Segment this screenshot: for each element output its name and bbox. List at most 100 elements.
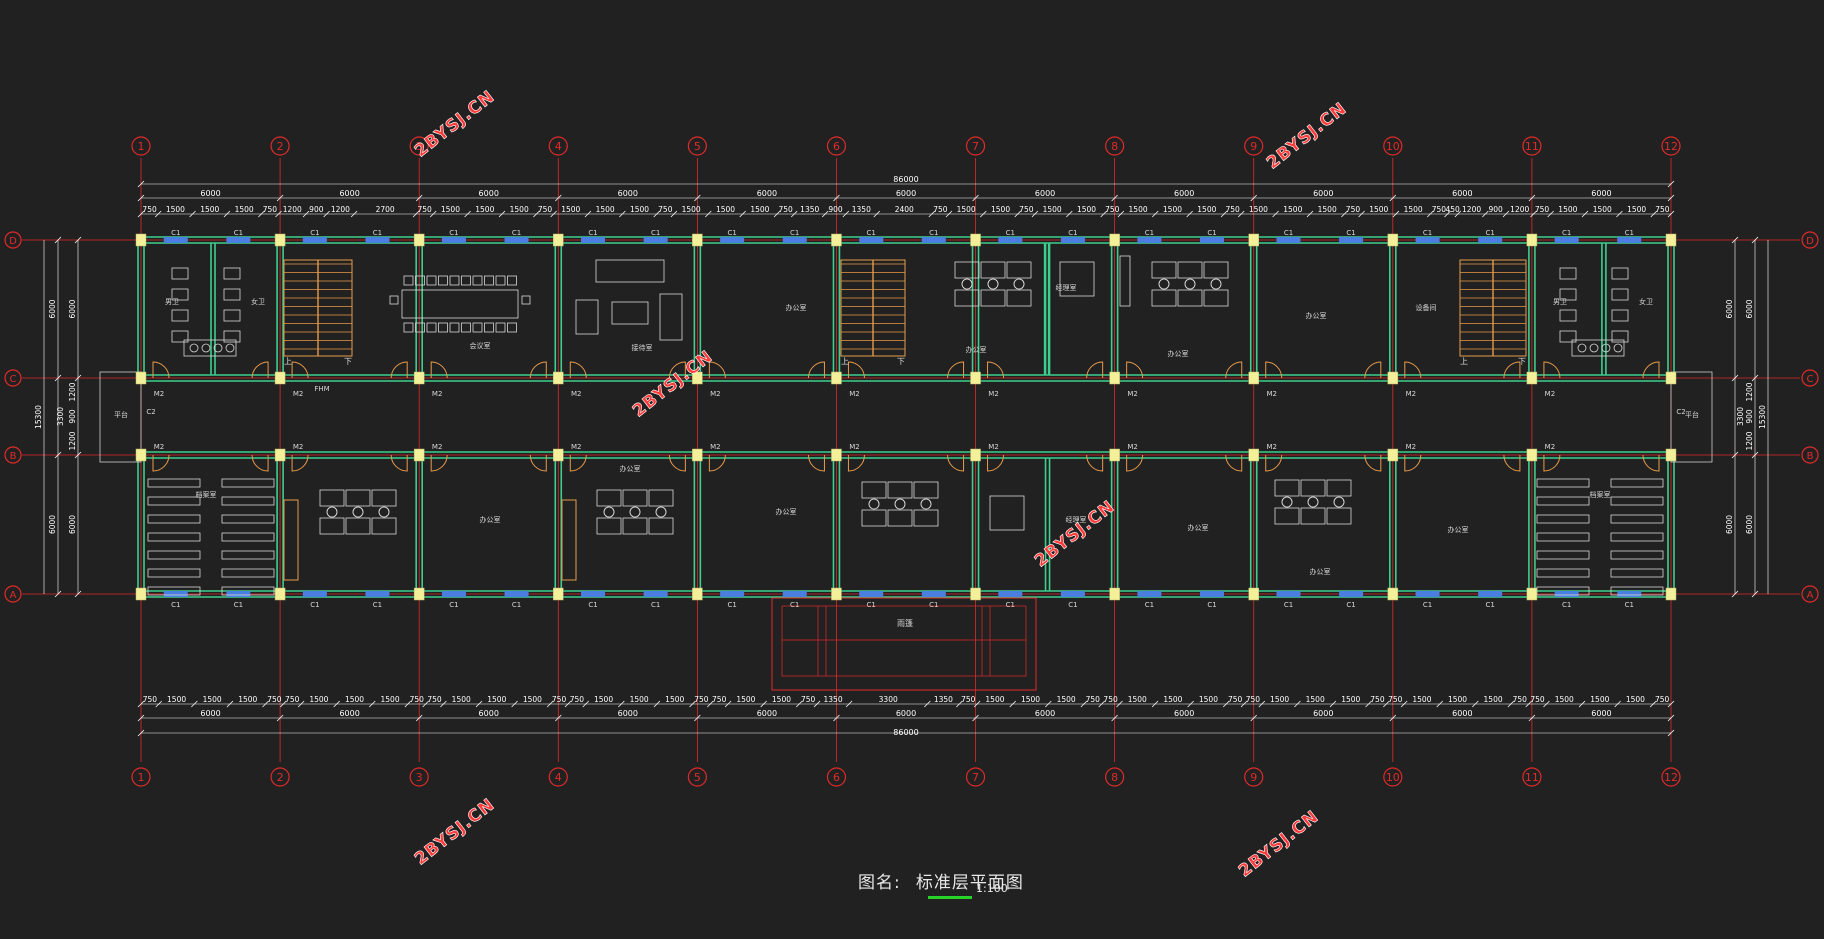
segment-dimension: 1500 [630, 695, 649, 704]
door-swing [1265, 361, 1283, 379]
watermark-text: 2BYSJ.CN [1031, 497, 1119, 572]
door-swing [987, 454, 1005, 472]
dimension-tick [415, 194, 423, 202]
axis-bubble [4, 231, 22, 249]
dimension-tick [945, 210, 953, 218]
sink [201, 343, 211, 353]
column [1665, 233, 1677, 247]
segment-dimension: 1500 [487, 695, 506, 704]
axis-bubble [1801, 446, 1819, 464]
segment-dimension: 900 [309, 205, 324, 214]
dimension-tick [1151, 700, 1159, 708]
axis-bubble [4, 369, 22, 387]
window-mark [163, 591, 188, 597]
segment-dimension: 1500 [1404, 205, 1423, 214]
window-label: C1 [1284, 601, 1293, 609]
axis-number-label: 11 [1525, 140, 1539, 153]
canopy-label: 雨篷 [897, 618, 913, 628]
door-swing [668, 361, 686, 379]
window-mark [1554, 237, 1579, 243]
desk [1203, 261, 1229, 279]
window-label: C1 [1625, 601, 1634, 609]
window-mark [720, 591, 745, 597]
toilet-stall [1559, 309, 1577, 322]
column [692, 448, 703, 462]
window-label: C1 [588, 229, 597, 237]
column [1248, 448, 1259, 462]
toilet-stall [223, 309, 241, 322]
dimension-tick [191, 700, 198, 708]
door-swing [529, 361, 547, 379]
room-label: 办公室 [1310, 567, 1331, 576]
door-swing [1642, 361, 1660, 379]
window-label: C2 [1676, 408, 1685, 416]
dimension-tick [1731, 236, 1739, 244]
shelf [1610, 586, 1664, 596]
axis-number-label: 5 [694, 771, 701, 784]
door-label: M2 [154, 443, 165, 451]
depth-dimension: 6000 [48, 299, 57, 318]
window-mark [365, 591, 390, 597]
chair [868, 498, 880, 510]
room-label: 办公室 [786, 303, 807, 312]
dimension-tick [653, 700, 661, 708]
segment-dimension: 750 [1388, 695, 1403, 704]
dimension-tick [554, 714, 562, 722]
bay-dimension: 6000 [339, 189, 359, 198]
shelf [147, 550, 201, 560]
window-mark [504, 237, 529, 243]
sink-counter [183, 339, 237, 357]
dimension-tick [1731, 590, 1739, 598]
axis-letter-label: D [9, 236, 17, 247]
depth-dimension: 6000 [1745, 515, 1754, 534]
column [1387, 371, 1399, 385]
dimension-tick [54, 374, 62, 382]
dimension-tick [1031, 210, 1039, 218]
door-label: M2 [1406, 443, 1417, 451]
segment-dimension: 1500 [716, 205, 735, 214]
door-label: M2 [432, 443, 443, 451]
window-mark [1339, 237, 1364, 243]
dimension-tick [618, 700, 625, 708]
segment-dimension: 750 [694, 695, 709, 704]
dimension-tick [1667, 210, 1675, 218]
axis-bubble [1801, 369, 1819, 387]
segment-dimension: 750 [1530, 695, 1545, 704]
dimension-tick [705, 210, 712, 218]
shelf [221, 478, 275, 488]
desk [1274, 507, 1300, 525]
bay-dimension: 6000 [1452, 189, 1472, 198]
desk [954, 289, 980, 307]
axis-number-label: 7 [972, 140, 979, 153]
axis-bubble [826, 136, 847, 156]
column [831, 448, 842, 462]
segment-dimension: 750 [1370, 695, 1385, 704]
column [970, 233, 981, 247]
window-mark [1137, 237, 1162, 243]
watermark-text: 2BYSJ.CN [411, 795, 499, 870]
dimension-tick [1502, 210, 1510, 218]
window-mark [1276, 237, 1301, 243]
axis-bubble [687, 767, 707, 787]
dimension-tick [511, 700, 518, 708]
window-mark [1060, 237, 1085, 243]
column [1109, 371, 1120, 385]
desk [1151, 261, 1177, 279]
door-swing [1503, 454, 1521, 472]
door-label: FHM [314, 385, 329, 393]
toilet-label: 女卫 [1639, 297, 1653, 306]
segment-dimension: 1500 [475, 205, 494, 214]
dimension-tick [1066, 210, 1073, 218]
column [1665, 448, 1677, 462]
room-label: 办公室 [1188, 523, 1209, 532]
dimension-tick [795, 700, 803, 708]
door-label: M2 [710, 443, 721, 451]
column [1248, 371, 1259, 385]
door-label: M2 [849, 390, 860, 398]
segment-dimension: 1500 [1197, 205, 1216, 214]
overall-dimension: 86000 [893, 175, 918, 184]
depth-dimension: 6000 [1725, 299, 1734, 318]
chair [495, 322, 506, 333]
axis-bubble [1801, 585, 1819, 603]
axis-letter-label: A [1807, 590, 1814, 601]
